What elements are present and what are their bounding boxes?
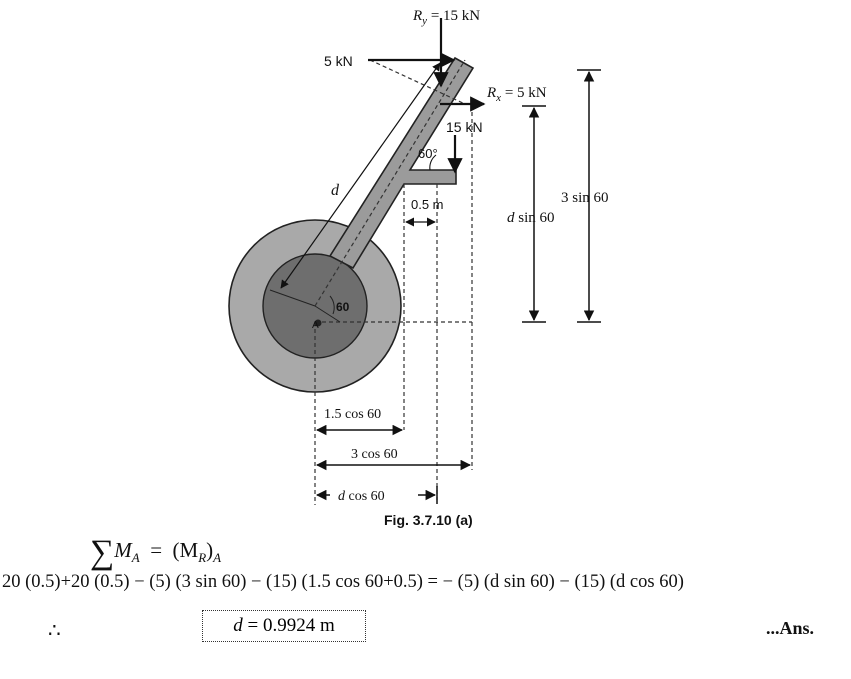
dcos-label: d cos 60: [338, 489, 385, 504]
sum-rhs-close: ): [206, 538, 214, 562]
answer-variable: d: [233, 615, 243, 636]
center-point: [314, 319, 322, 327]
force-5kn-label: 5 kN: [324, 53, 353, 69]
ans-tag: ...Ans.: [766, 618, 815, 638]
angle-center-label: 60: [336, 300, 350, 314]
radius-lines: [269, 289, 341, 323]
figure-caption: Fig. 3.7.10 (a): [384, 512, 473, 528]
sum-lhs-sub: A: [131, 550, 140, 566]
moment-equation: 20 (0.5)+20 (0.5) − (5) (3 sin 60) − (15…: [2, 572, 684, 592]
sum-rhs-sub: R: [198, 550, 207, 566]
summation-symbol: ∑: [90, 534, 115, 571]
moment-sum-equation: ∑MA = (MR)A: [90, 534, 221, 572]
answer-value: = 0.9924 m: [242, 615, 335, 636]
vertical-dimensions: [522, 69, 601, 323]
horizontal-dimensions: [315, 424, 472, 504]
force-rx-label: Rx = 5 kN: [486, 85, 547, 104]
d-sin-label: d sin 60: [507, 210, 555, 226]
sum-rhs-sub2: A: [213, 550, 222, 566]
sum-rhs: = (M: [139, 538, 199, 562]
cos3-label: 3 cos 60: [351, 447, 398, 462]
half-m-label: 0.5 m: [411, 197, 444, 212]
d-label: d: [331, 182, 340, 199]
force-15kn-label: 15 kN: [446, 119, 483, 135]
d-dimension-arrow: [280, 62, 441, 289]
cos15-label: 1.5 cos 60: [324, 407, 381, 422]
lever-arm: [328, 56, 475, 270]
sum-lhs-m: M: [114, 538, 132, 562]
force-ry-label: Ry = 15 kN: [412, 8, 480, 27]
answer-box: d = 0.9924 m: [202, 610, 366, 642]
angle-top-label: 60°: [418, 146, 438, 161]
center-point-label: A: [312, 320, 319, 331]
angle-arc-top: [429, 154, 437, 171]
three-sin-label: 3 sin 60: [561, 190, 609, 206]
therefore-symbol: ∴: [48, 620, 61, 642]
